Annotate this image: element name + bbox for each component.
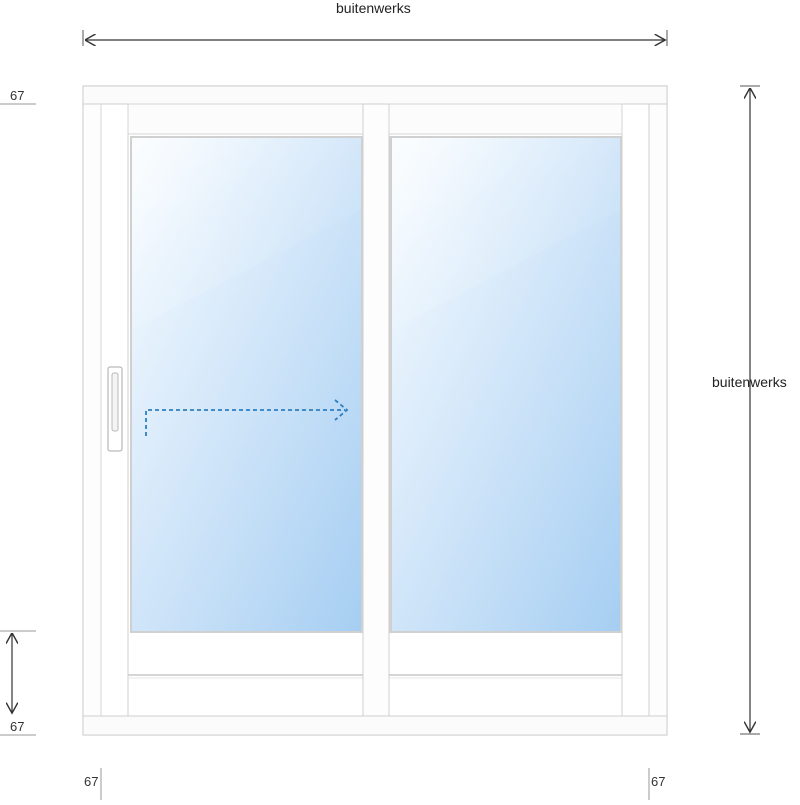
top-dimension bbox=[82, 30, 668, 46]
frame-left-label: 67 bbox=[84, 774, 99, 789]
handle-icon[interactable] bbox=[107, 366, 123, 452]
bottom-frame-dimension bbox=[100, 768, 650, 800]
right-dimension bbox=[740, 85, 760, 735]
frame-bottom-label: 67 bbox=[10, 719, 25, 734]
arrow-right-icon bbox=[145, 399, 349, 436]
frame-right-label: 67 bbox=[651, 774, 666, 789]
center-mullion bbox=[362, 103, 390, 717]
frame-top-label: 67 bbox=[10, 88, 25, 103]
left-frame-dimension bbox=[0, 103, 36, 736]
right-height-label: buitenwerks bbox=[712, 374, 787, 390]
top-width-label: buitenwerks bbox=[336, 0, 411, 16]
right-sash bbox=[388, 103, 623, 717]
left-sash bbox=[127, 103, 364, 717]
